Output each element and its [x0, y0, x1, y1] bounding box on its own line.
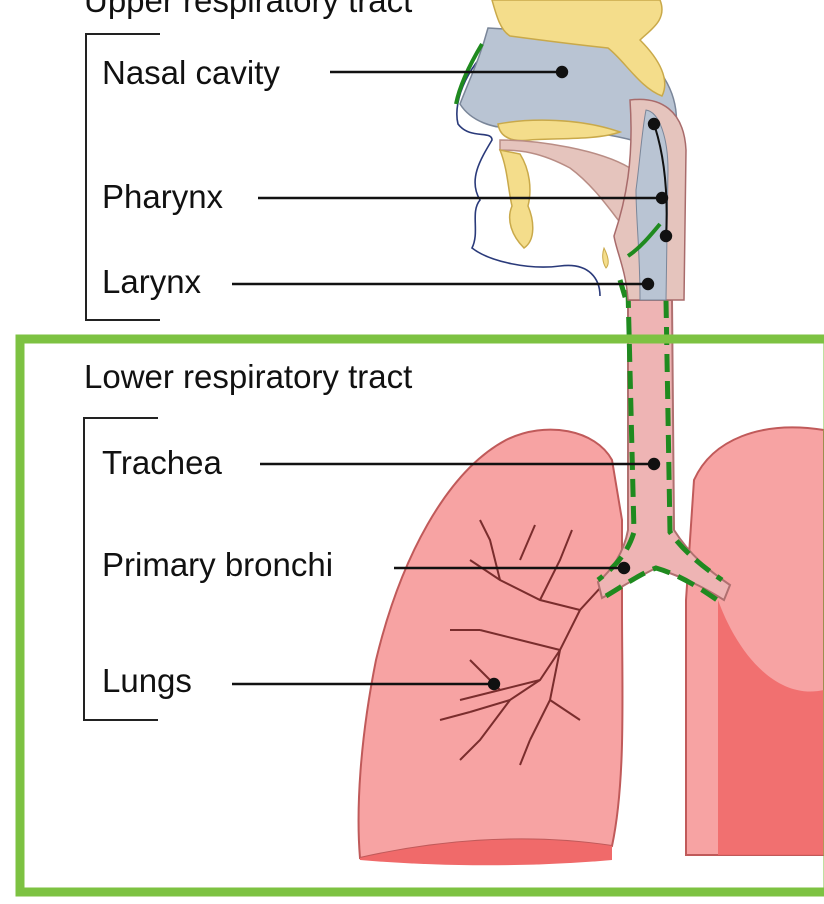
larynx-label: Larynx — [102, 265, 201, 298]
nasal-cavity-label: Nasal cavity — [102, 56, 280, 89]
left-lung — [359, 430, 623, 858]
larynx-dot — [643, 279, 653, 289]
epiglottis — [603, 248, 608, 268]
lower-tract-heading: Lower respiratory tract — [84, 360, 412, 393]
nasal-cavity-dot — [557, 67, 567, 77]
lungs-label: Lungs — [102, 664, 192, 697]
trachea-dot — [649, 459, 659, 469]
pharynx-dot-2 — [649, 119, 659, 129]
bronchi-dot — [619, 563, 629, 573]
pharynx-dot — [657, 193, 667, 203]
pharynx-label: Pharynx — [102, 180, 223, 213]
lungs-dot — [489, 679, 499, 689]
pharynx-dot-3 — [661, 231, 671, 241]
trachea-label: Trachea — [102, 446, 222, 479]
upper-tract-heading: Upper respiratory tract — [84, 0, 412, 17]
primary-bronchi-label: Primary bronchi — [102, 548, 333, 581]
